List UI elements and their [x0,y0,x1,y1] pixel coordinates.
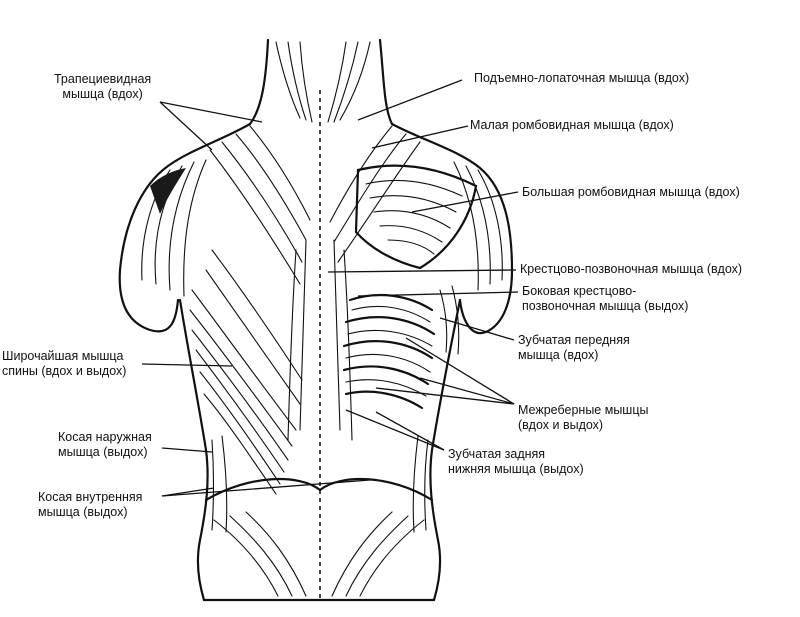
leader-trapezius-2 [160,102,262,122]
label-trapezius-line-2: мышца (вдох) [54,87,151,102]
label-erector-spinae: Крестцово-позвоночная мышца (вдох) [520,262,742,277]
label-erector-spinae-line-1: Крестцово-позвоночная мышца (вдох) [520,262,742,277]
label-rhomboid-minor-line-1: Малая ромбовидная мышца (вдох) [470,118,674,133]
label-intercostals-line-1: Межреберные мышцы [518,403,648,418]
leader-trapezius-1 [160,102,212,150]
label-latissimus-dorsi-line-1: Широчайшая мышца [2,349,126,364]
leader-external-oblique [162,448,212,452]
leader-erector-spinae [328,270,516,272]
label-internal-oblique-line-1: Косая внутренняя [38,490,142,505]
neck-muscles [276,42,370,122]
gluteal-region [206,479,432,596]
label-lateral-erector-line-2: позвоночная мышца (выдох) [522,299,688,314]
label-external-oblique-line-2: мышца (выдох) [58,445,152,460]
label-levator-scapulae-line-1: Подъемно-лопаточная мышца (вдох) [474,71,689,86]
label-rhomboid-major: Большая ромбовидная мышца (вдох) [522,185,740,200]
rhomboid-region [356,166,476,268]
label-levator-scapulae: Подъемно-лопаточная мышца (вдох) [474,71,689,86]
label-rhomboid-minor: Малая ромбовидная мышца (вдох) [470,118,674,133]
label-latissimus-dorsi-line-2: спины (вдох и выдох) [2,364,126,379]
label-external-oblique-line-1: Косая наружная [58,430,152,445]
label-latissimus-dorsi: Широчайшая мышца спины (вдох и выдох) [2,349,126,379]
trapezius-muscle [210,126,420,284]
torso-outline [120,40,512,600]
label-intercostals: Межреберные мышцы (вдох и выдох) [518,403,648,433]
leader-serratus-posterior-1 [376,412,444,450]
label-serratus-posterior-inferior-line-2: нижняя мышца (выдох) [448,462,584,477]
label-serratus-anterior: Зубчатая передняя мышца (вдох) [518,333,630,363]
label-lateral-erector-line-1: Боковая крестцово- [522,284,688,299]
label-rhomboid-major-line-1: Большая ромбовидная мышца (вдох) [522,185,740,200]
label-serratus-anterior-line-2: мышца (вдох) [518,348,630,363]
label-external-oblique: Косая наружная мышца (выдох) [58,430,152,460]
label-trapezius: Трапециевидная мышца (вдох) [54,72,151,102]
leader-intercostal-2 [420,378,514,404]
shoulder-muscles [142,160,503,296]
label-lateral-erector: Боковая крестцово- позвоночная мышца (вы… [522,284,688,314]
label-intercostals-line-2: (вдох и выдох) [518,418,648,433]
leader-serratus-anterior [440,318,514,340]
leader-internal-oblique-2 [162,480,370,496]
label-trapezius-line-1: Трапециевидная [54,72,151,87]
leader-rhomboid-minor [372,126,468,148]
leader-lines [142,80,518,496]
label-serratus-posterior-inferior-line-1: Зубчатая задняя [448,447,584,462]
label-internal-oblique: Косая внутренняя мышца (выдох) [38,490,142,520]
label-internal-oblique-line-2: мышца (выдох) [38,505,142,520]
label-serratus-anterior-line-1: Зубчатая передняя [518,333,630,348]
leader-levator-scapulae [358,80,462,120]
leader-serratus-posterior-2 [346,410,444,450]
label-serratus-posterior-inferior: Зубчатая задняя нижняя мышца (выдох) [448,447,584,477]
